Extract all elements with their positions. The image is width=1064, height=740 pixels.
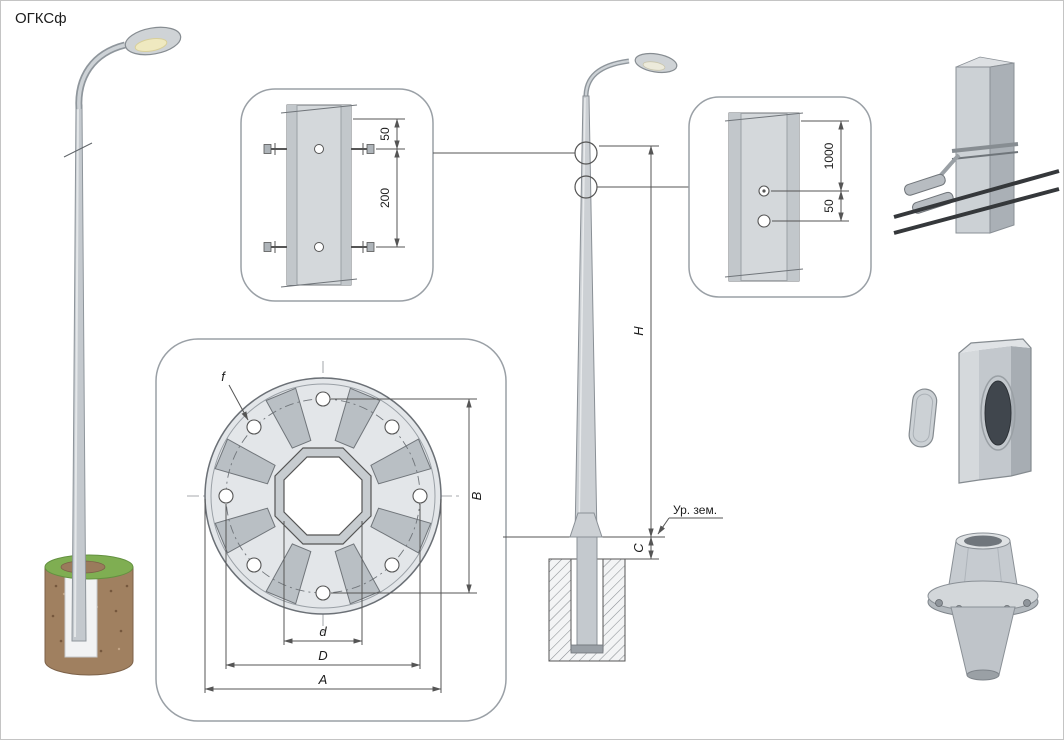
clamp-bolts (263, 143, 375, 253)
page-title: ОГКСф (15, 10, 67, 27)
dim-h-label: H (631, 326, 646, 336)
hatch-opening (984, 380, 1012, 446)
cable-upper (893, 169, 1060, 219)
luminaire-3d (124, 26, 182, 56)
dim-a-label: A (318, 672, 328, 687)
pole-elevation: H Ур. зем. C (433, 52, 723, 662)
dim-50-top: 50 (378, 127, 392, 141)
dim-f-label: f (221, 369, 226, 384)
dim-1000: 1000 (822, 142, 836, 169)
render-access-door (908, 338, 1032, 484)
flange-detail-box: f B d D A (155, 338, 507, 722)
pole-shaft-elevation (574, 95, 598, 538)
dim-d-label: d (319, 624, 327, 639)
render-wire-clamps (893, 56, 1060, 235)
mount-holes (757, 185, 771, 228)
bolt-holes (218, 391, 428, 601)
hole-dimensions: 1000 50 (771, 120, 849, 222)
dim-200: 200 (378, 188, 392, 208)
detail-hole-box: 1000 50 (688, 96, 872, 298)
dim-b-label: B (469, 491, 484, 500)
dim-50-offset: 50 (822, 199, 836, 213)
detail-clamp-box: 50 200 (240, 88, 434, 302)
render-flange-base (927, 532, 1039, 681)
luminaire-elevation (634, 52, 678, 74)
foundation-section (548, 512, 626, 662)
pole-shaft (71, 104, 87, 642)
ground-level-label: Ур. зем. (673, 503, 717, 517)
dim-big-d-label: D (318, 648, 327, 663)
door-cover (908, 388, 938, 448)
pole-3d-render (44, 26, 182, 676)
flange-gussets (214, 387, 432, 605)
cable-lower (893, 187, 1060, 235)
clamp-dimensions: 50 200 (353, 118, 405, 248)
dim-c-label: C (631, 543, 646, 553)
foundation-3d (44, 554, 134, 676)
